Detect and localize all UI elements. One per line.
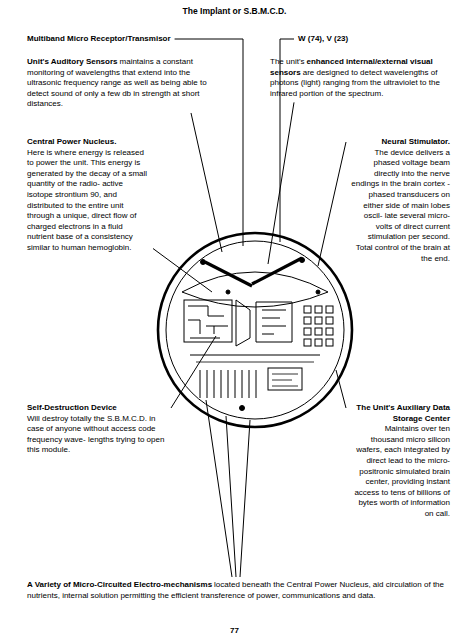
annotation: Neural Stimulator.The device delivers a … (350, 137, 450, 264)
annotation: W (74), V (23) (298, 34, 348, 45)
annotation-text: Here is where energy is released to powe… (27, 148, 149, 254)
annotation: The Unit's Auxiliary Data Storage Center… (350, 403, 450, 520)
annotation-text: Will destroy totally the S.B.M.C.D. in c… (27, 414, 167, 456)
annotation: Multiband Micro Receptor/Transmisor (27, 34, 171, 45)
annotation-heading: 77 (230, 626, 239, 635)
page-title: The Implant or S.B.M.C.D. (0, 6, 469, 16)
annotation-heading: W (74), V (23) (298, 34, 348, 43)
leader-line (206, 400, 232, 577)
annotation-heading: Unit's Auditory Sensors (27, 57, 118, 66)
annotation-heading: A Variety of Micro-Circuited Electro-mec… (27, 580, 212, 589)
leader-line (171, 336, 216, 408)
annotation-text: The unit's (270, 57, 304, 66)
annotation-heading: The Unit's Auxiliary Data Storage Center (350, 403, 450, 424)
leader-line (153, 249, 212, 292)
annotation: A Variety of Micro-Circuited Electro-mec… (27, 580, 447, 601)
leader-line (336, 370, 346, 408)
annotation: Central Power Nucleus.Here is where ener… (27, 137, 149, 254)
annotation: The unit'senhanced internal/external vis… (270, 57, 450, 99)
leader-line (318, 142, 346, 266)
wafer-grid (304, 306, 333, 346)
leader-line (191, 113, 222, 252)
annotation-heading: Central Power Nucleus. (27, 137, 149, 148)
circuit-pins (200, 370, 256, 398)
annotation: Self-Destruction DeviceWill destroy tota… (27, 403, 167, 456)
leader-line (240, 420, 250, 577)
implant-disc (158, 233, 352, 427)
annotation-heading: Self-Destruction Device (27, 403, 167, 414)
leader-line (268, 102, 294, 264)
annotation: 77 (0, 626, 469, 637)
annotation-text: Maintains over ten thousand micro silico… (350, 424, 450, 519)
annotation: Unit's Auditory Sensorsmaintains a const… (27, 57, 209, 110)
annotation-heading: Multiband Micro Receptor/Transmisor (27, 34, 171, 43)
leader-line (226, 416, 236, 577)
annotation-text: The device delivers a phased voltage bea… (350, 148, 450, 265)
annotation-heading: Neural Stimulator. (350, 137, 450, 148)
